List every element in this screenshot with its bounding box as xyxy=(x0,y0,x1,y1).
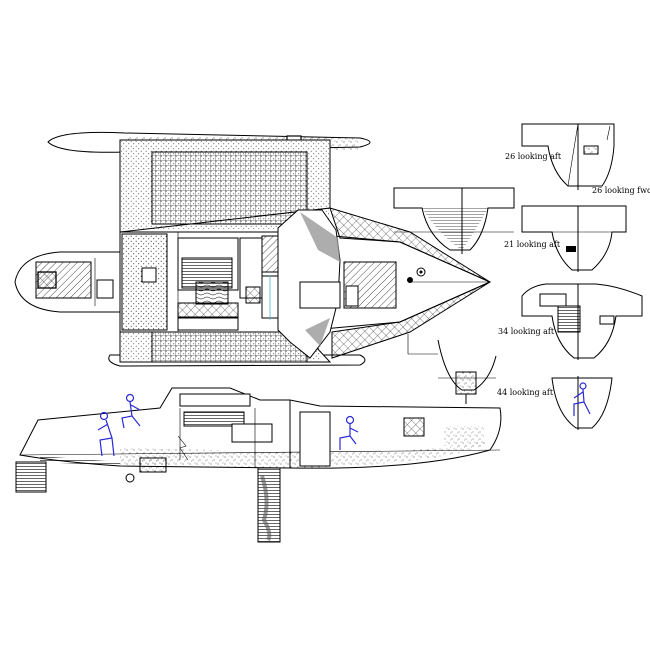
profile-view xyxy=(15,387,502,543)
keel-section xyxy=(407,334,497,404)
aft-hatch xyxy=(37,271,57,289)
crew-figure-aft xyxy=(97,411,115,457)
section-34: 34 looking aft xyxy=(498,283,643,360)
label-26-looking-fwd: 26 looking fwd xyxy=(592,186,650,195)
crew-figure-44 xyxy=(573,382,591,416)
plan-view xyxy=(14,131,492,367)
upper-trampoline-grid xyxy=(151,151,308,225)
section-21: 21 looking aft xyxy=(504,205,627,272)
label-21-looking-aft: 21 looking aft xyxy=(504,240,561,249)
crew-figure-forward xyxy=(339,415,359,450)
section-26: 26 looking aft 26 looking fwd xyxy=(393,123,650,254)
rudder xyxy=(15,461,47,493)
crew-figure-cockpit xyxy=(121,393,141,429)
label-34-looking-aft: 34 looking aft xyxy=(498,327,555,336)
saloon-table xyxy=(195,281,229,305)
label-44-looking-aft: 44 looking aft xyxy=(497,388,554,397)
fore-net-lower xyxy=(331,281,491,359)
label-26-looking-aft: 26 looking aft xyxy=(505,152,562,161)
engine xyxy=(139,457,167,473)
fore-net-upper xyxy=(329,207,491,283)
section-44: 44 looking aft xyxy=(497,376,613,430)
